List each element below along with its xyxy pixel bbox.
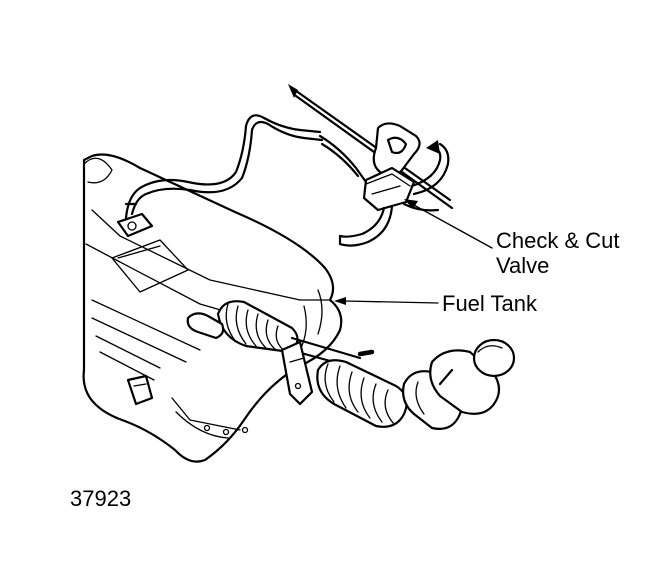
figure-number: 37923: [70, 486, 132, 511]
tank-leader: [334, 297, 439, 305]
filler-cap: [402, 338, 516, 430]
tank-vent-fitting: [116, 212, 154, 238]
check-cut-valve: [318, 134, 416, 212]
filler-neck-hose: [186, 300, 408, 428]
fuel-tank-label: Fuel Tank: [442, 291, 537, 316]
valve-bracket: [372, 122, 421, 177]
check-cut-valve-label-line2: Valve: [496, 253, 550, 278]
valve-upper-hose: [402, 140, 450, 212]
vent-hose: [124, 114, 324, 220]
valve-outlet-hose: [338, 204, 394, 247]
valve-leader: [404, 199, 493, 249]
check-cut-valve-label: Check & Cut: [496, 228, 620, 253]
fuel-tank: [82, 153, 343, 463]
